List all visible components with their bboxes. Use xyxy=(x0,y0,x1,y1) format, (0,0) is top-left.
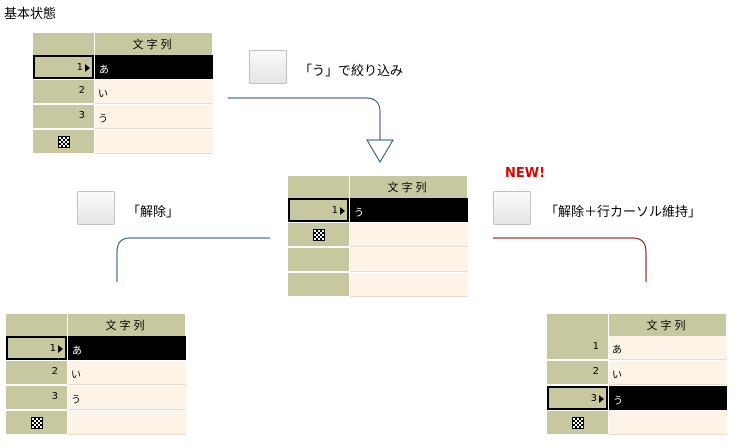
grid-filtered: 文字列 1 う xyxy=(288,176,469,304)
row-header[interactable]: 1 xyxy=(547,336,608,360)
cell-value: い xyxy=(98,89,108,100)
row-number: 2 xyxy=(51,366,58,377)
cell-value: あ xyxy=(612,345,622,356)
cell-value: い xyxy=(71,370,81,381)
row-header[interactable]: 3 xyxy=(33,105,94,129)
new-row-icon xyxy=(313,229,325,241)
blue-arrow-left xyxy=(116,237,270,282)
cell-value: う xyxy=(71,395,81,406)
new-badge: NEW! xyxy=(505,166,546,181)
row-number: 3 xyxy=(590,393,597,404)
row-header[interactable]: 1 xyxy=(33,55,94,79)
table-cell[interactable]: う xyxy=(68,386,186,410)
row-header[interactable] xyxy=(288,273,349,297)
page-title: 基本状態 xyxy=(4,7,57,22)
filter-caption: 「う」で絞り込み xyxy=(299,64,404,79)
table-cell[interactable] xyxy=(68,411,186,435)
table-cell[interactable]: い xyxy=(95,80,213,104)
row-pointer-icon xyxy=(85,64,90,72)
row-header[interactable] xyxy=(33,130,94,154)
cell-value: う xyxy=(98,114,108,125)
grid-header[interactable]: 文字列 xyxy=(95,33,213,55)
grid-header-label: 文字列 xyxy=(132,38,175,51)
row-number: 1 xyxy=(331,205,338,216)
cell-value: あ xyxy=(99,65,109,76)
table-cell[interactable]: う xyxy=(609,386,727,410)
release-button-icon[interactable] xyxy=(77,191,115,225)
table-cell[interactable]: あ xyxy=(609,336,727,360)
row-header[interactable]: 3 xyxy=(6,386,67,410)
release-keep-button-icon[interactable] xyxy=(493,191,531,225)
row-pointer-icon xyxy=(58,345,63,353)
row-number: 2 xyxy=(78,85,85,96)
row-header[interactable]: 2 xyxy=(547,361,608,385)
grid-header[interactable]: 文字列 xyxy=(350,176,468,198)
grid-header-label: 文字列 xyxy=(387,181,430,194)
grid-header[interactable]: 文字列 xyxy=(68,314,186,336)
row-number: 1 xyxy=(76,62,83,73)
row-header[interactable]: 1 xyxy=(288,198,349,222)
cell-value: い xyxy=(612,370,622,381)
grid-header-label: 文字列 xyxy=(105,319,148,332)
table-cell[interactable]: い xyxy=(609,361,727,385)
grid-base: 文字列 1 あ 2 い 3 う xyxy=(33,33,214,161)
grid-corner xyxy=(547,314,609,336)
row-number: 3 xyxy=(78,110,85,121)
red-arrow-right xyxy=(493,237,647,282)
row-header[interactable] xyxy=(6,411,67,435)
table-cell[interactable] xyxy=(350,223,468,247)
row-number: 2 xyxy=(592,366,599,377)
cell-value: あ xyxy=(72,346,82,357)
table-cell[interactable]: う xyxy=(95,105,213,129)
row-pointer-icon xyxy=(599,395,604,403)
grid-released: 文字列 1 あ 2 い 3 う xyxy=(6,314,187,442)
row-number: 1 xyxy=(592,341,599,352)
row-header[interactable]: 1 xyxy=(6,336,67,360)
row-header[interactable] xyxy=(547,411,608,435)
grid-header[interactable]: 文字列 xyxy=(609,314,727,336)
table-cell[interactable] xyxy=(609,411,727,435)
grid-corner xyxy=(33,33,95,55)
row-header[interactable] xyxy=(288,248,349,272)
new-row-icon xyxy=(31,417,43,429)
new-row-icon xyxy=(58,136,70,148)
table-cell[interactable] xyxy=(350,248,468,272)
table-cell[interactable]: あ xyxy=(95,55,213,79)
grid-corner xyxy=(288,176,350,198)
row-header[interactable] xyxy=(288,223,349,247)
table-cell[interactable] xyxy=(95,130,213,154)
grid-corner xyxy=(6,314,68,336)
row-number: 3 xyxy=(51,391,58,402)
row-header[interactable]: 3 xyxy=(547,386,608,410)
table-cell[interactable] xyxy=(350,273,468,297)
cell-value: う xyxy=(354,208,364,219)
table-cell[interactable]: あ xyxy=(68,336,186,360)
release-caption: 「解除」 xyxy=(127,205,180,220)
row-number: 1 xyxy=(49,343,56,354)
blue-arrow-down-right xyxy=(228,97,394,163)
row-header[interactable]: 2 xyxy=(6,361,67,385)
filter-button-icon[interactable] xyxy=(249,50,287,84)
row-header[interactable]: 2 xyxy=(33,80,94,104)
grid-released-keep: 文字列 1 あ 2 い 3 う xyxy=(547,314,728,442)
row-pointer-icon xyxy=(340,207,345,215)
release-keep-caption: 「解除＋行カーソル維持」 xyxy=(545,205,702,220)
grid-header-label: 文字列 xyxy=(646,319,689,332)
table-cell[interactable]: い xyxy=(68,361,186,385)
table-cell[interactable]: う xyxy=(350,198,468,222)
cell-value: う xyxy=(613,396,623,407)
new-row-icon xyxy=(572,417,584,429)
